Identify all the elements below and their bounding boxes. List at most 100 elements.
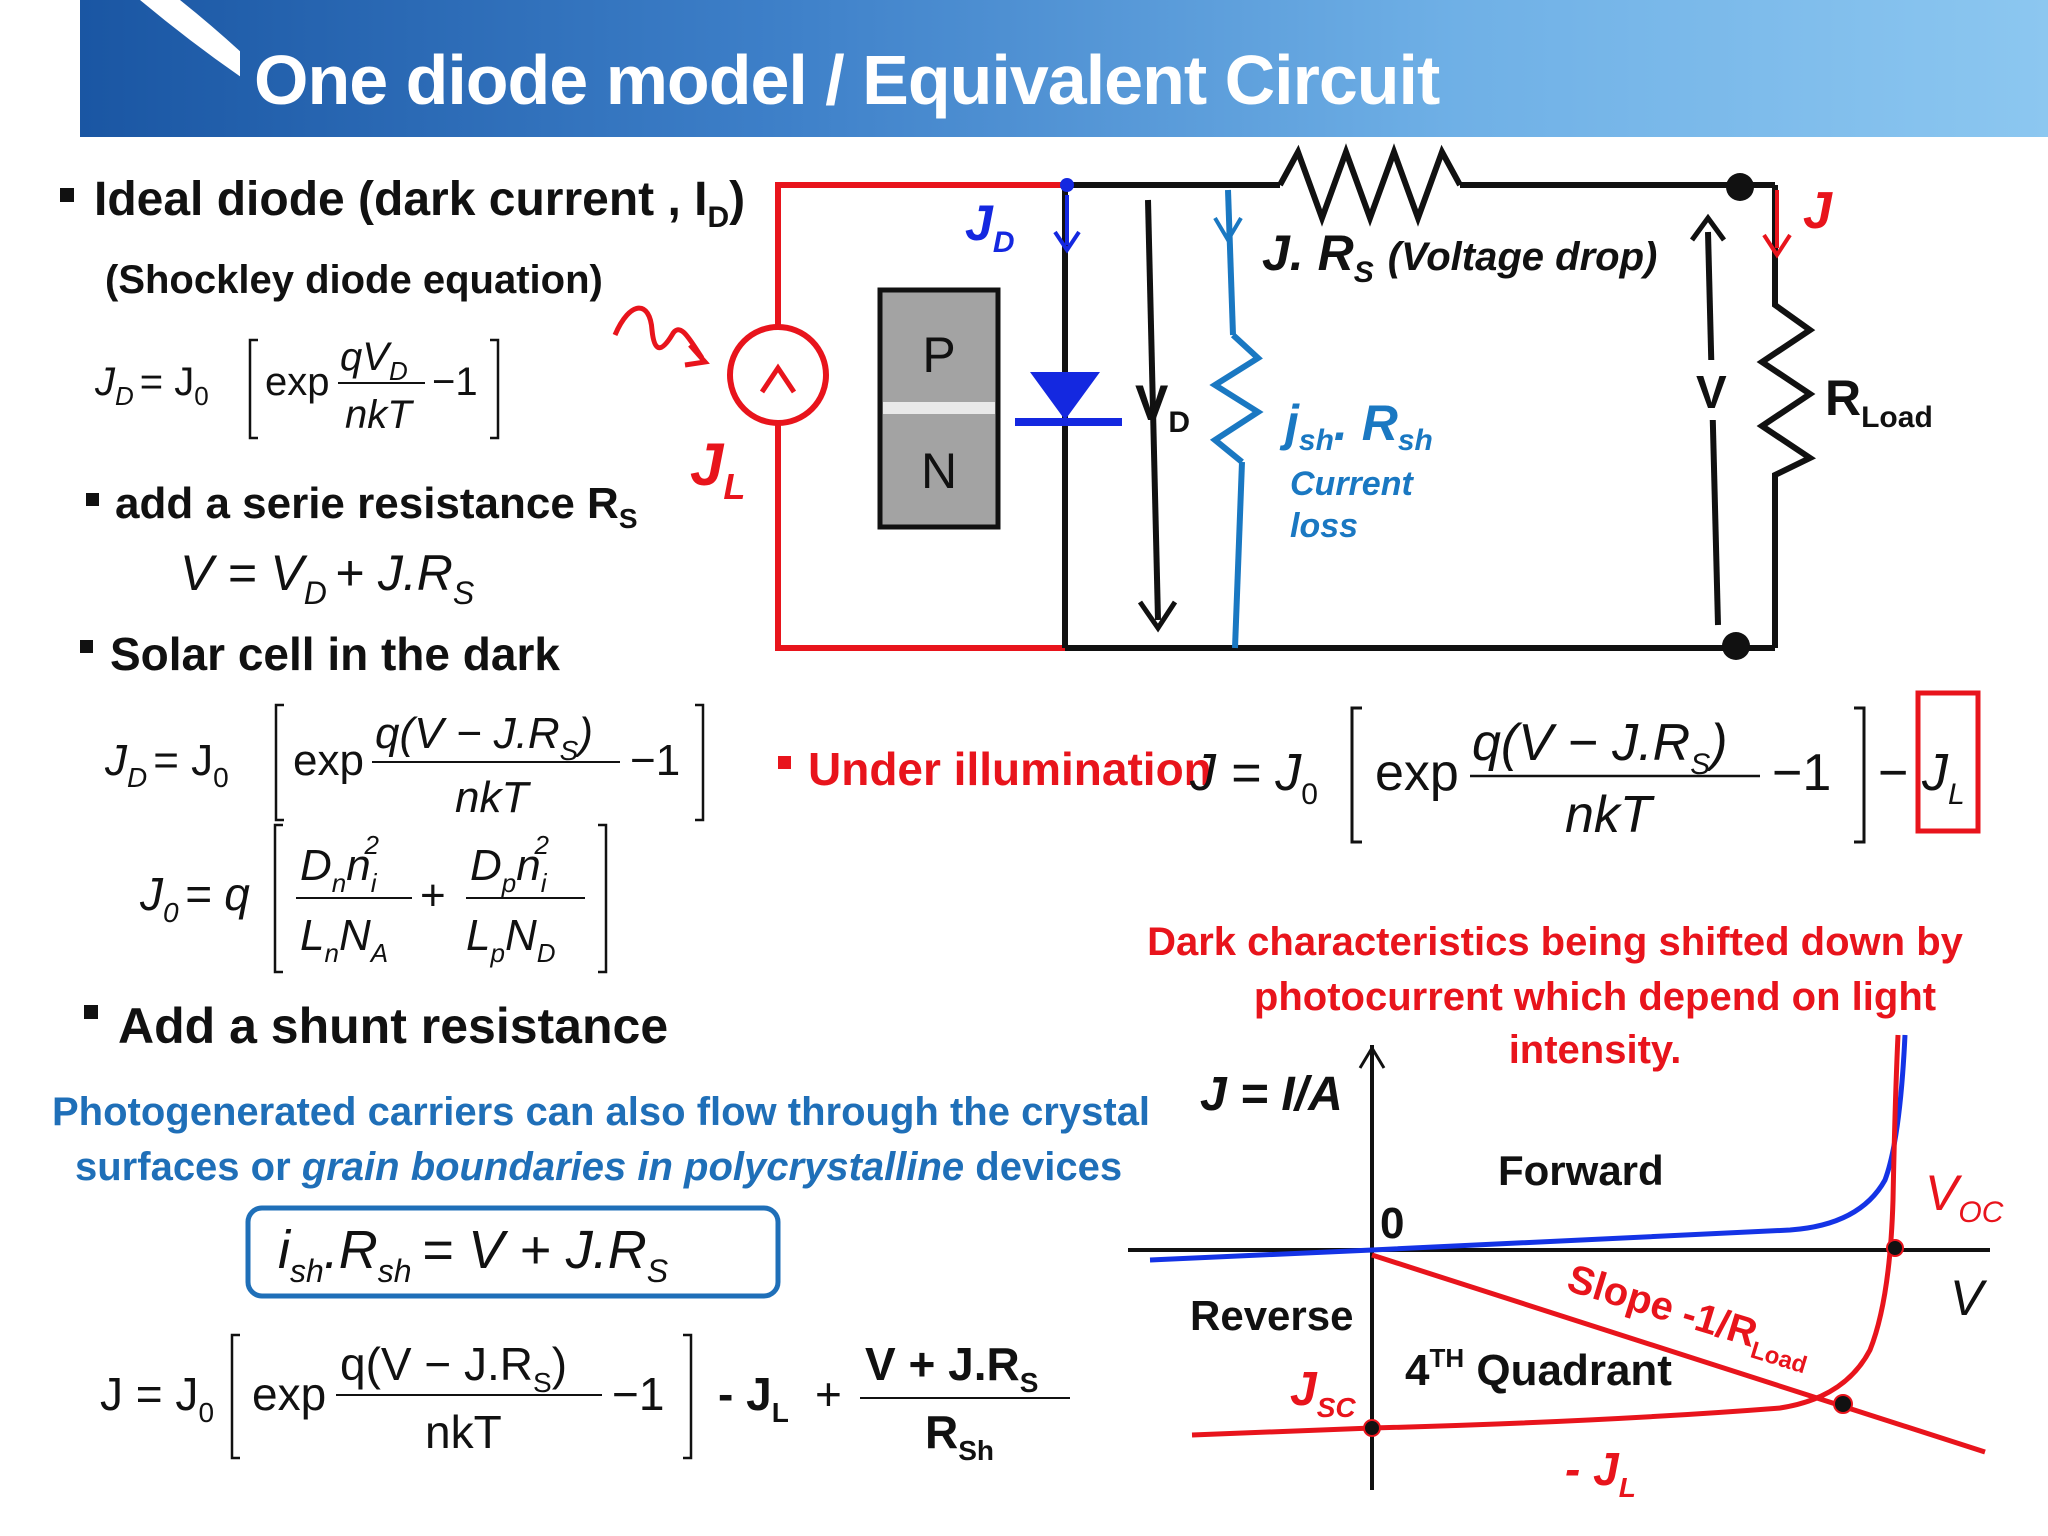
eq-v: V = VD+ J.RS <box>180 545 474 611</box>
minus-jl-label: - JL <box>1565 1443 1636 1503</box>
voc-label: VOC <box>1925 1165 2004 1229</box>
shockley-label: (Shockley diode equation) <box>105 258 603 302</box>
terminal-node <box>1726 173 1754 201</box>
svg-text:Dnni2: Dnni2 <box>300 830 380 898</box>
operating-point <box>1833 1394 1853 1414</box>
svg-text:exp: exp <box>293 736 364 785</box>
vd-arrow <box>1145 199 1161 621</box>
shunt-resistor <box>1209 332 1264 465</box>
jrs-label: J. RS(Voltage drop) <box>1262 225 1657 289</box>
bullet-icon <box>778 756 791 769</box>
svg-text:JD= J0: JD= J0 <box>94 360 209 411</box>
series-resistor <box>1277 143 1463 227</box>
svg-text:q(V − J.RS): q(V − J.RS) <box>340 1338 567 1398</box>
terminal-node <box>1722 632 1750 660</box>
jl-highlight-box <box>1915 690 1981 834</box>
svg-text:LnNA: LnNA <box>300 911 388 968</box>
svg-text:exp: exp <box>1375 744 1459 802</box>
ideal-diode-heading: Ideal diode (dark current , ID) <box>94 173 745 234</box>
eq-ish: ish.Rsh= V + J.RS <box>278 1220 668 1289</box>
svg-text:exp: exp <box>265 360 330 404</box>
equivalent-circuit: JD VD jsh. Rsh Current loss J. RS(Voltag… <box>612 143 1933 660</box>
forward-label: Forward <box>1498 1147 1664 1194</box>
svg-text:RSh: RSh <box>925 1406 994 1466</box>
svg-text:nkT: nkT <box>1565 786 1655 844</box>
svg-text:−1: −1 <box>612 1368 664 1420</box>
jsc-point <box>1363 1419 1381 1437</box>
svg-text:LpND: LpND <box>466 911 556 968</box>
svg-text:+: + <box>420 871 446 920</box>
jsc-label: JSC <box>1290 1363 1356 1423</box>
illuminated-iv-curve <box>1191 1034 1901 1438</box>
svg-text:nkT: nkT <box>425 1406 502 1458</box>
jl-label: JL <box>690 431 745 507</box>
bullet-icon <box>80 640 93 653</box>
reverse-label: Reverse <box>1190 1292 1353 1339</box>
loss-label: loss <box>1290 507 1358 545</box>
shunt-branch <box>1225 189 1236 336</box>
slide-header <box>80 0 2048 137</box>
svg-text:nkT: nkT <box>345 393 414 437</box>
bullet-icon <box>60 188 74 202</box>
svg-text:nkT: nkT <box>455 773 531 822</box>
svg-text:J = J0: J = J0 <box>1189 744 1318 811</box>
svg-text:−1: −1 <box>630 736 680 785</box>
rload-label: RLoad <box>1825 370 1933 434</box>
eq-jd-ideal: JD= J0 exp qVD nkT −1 <box>94 335 500 440</box>
iv-graph: Dark characteristics being shifted down … <box>1128 920 2004 1503</box>
vd-label: VD <box>1135 375 1190 439</box>
diode-icon <box>1030 372 1100 420</box>
n-label: N <box>921 443 957 499</box>
y-axis-label: J = I/A <box>1200 1068 1343 1121</box>
illumination-equation: Under illumination J = J0 exp q(V − J.RS… <box>778 690 1981 844</box>
v-arrow <box>1705 231 1721 626</box>
graph-caption-line3: intensity. <box>1509 1028 1682 1072</box>
light-wave-icon <box>612 305 705 360</box>
svg-text:V + J.RS: V + J.RS <box>865 1338 1038 1398</box>
load-resistor <box>1756 185 1817 648</box>
svg-text:−1: −1 <box>1772 744 1831 802</box>
jsh-rsh-label: jsh. Rsh <box>1279 395 1433 457</box>
bullet-icon <box>84 1005 98 1019</box>
eq-final: J = J0 exp q(V − J.RS) nkT −1 - JL + V +… <box>100 1333 1070 1466</box>
load-line <box>1371 1252 1986 1455</box>
graph-caption-line1: Dark characteristics being shifted down … <box>1147 920 1964 964</box>
svg-text:J = J0: J = J0 <box>100 1368 214 1428</box>
svg-text:JD= J0: JD= J0 <box>104 736 229 793</box>
eq-jd-dark: JD= J0 exp q(V − J.RS) nkT −1 <box>104 703 705 822</box>
illumination-label: Under illumination <box>808 743 1212 795</box>
svg-text:−: − <box>1878 744 1908 802</box>
quadrant-label: 4TH Quadrant <box>1405 1343 1672 1395</box>
j-label: J <box>1803 182 1833 240</box>
svg-text:- JL: - JL <box>718 1368 789 1428</box>
photo-text-line2: surfaces or grain boundaries in polycrys… <box>75 1145 1122 1189</box>
bullet-icon <box>86 493 99 506</box>
jd-label: JD <box>965 195 1014 259</box>
left-panel: Ideal diode (dark current , ID) (Shockle… <box>52 173 1150 1466</box>
logo-swoosh-icon <box>140 0 240 77</box>
p-label: P <box>922 327 955 383</box>
x-axis-label: V <box>1950 1270 1988 1326</box>
dark-heading: Solar cell in the dark <box>110 628 560 680</box>
eq-ish-box <box>245 1205 781 1299</box>
current-label: Current <box>1290 465 1414 503</box>
slide-title: One diode model / Equivalent Circuit <box>254 41 1440 119</box>
eq-j0: J0= q Dnni2 LnNA + Dpni2 LpND <box>139 823 608 974</box>
current-source-icon <box>727 324 829 426</box>
svg-text:q(V − J.RS): q(V − J.RS) <box>375 709 593 766</box>
svg-text:qVD: qVD <box>340 335 408 386</box>
svg-text:−1: −1 <box>432 360 478 404</box>
photo-text-line1: Photogenerated carriers can also flow th… <box>52 1090 1150 1134</box>
serie-resistance-heading: add a serie resistance RS <box>115 479 638 534</box>
shunt-heading: Add a shunt resistance <box>118 998 668 1054</box>
graph-caption-line2: photocurrent which depend on light <box>1254 975 1936 1019</box>
origin-label: 0 <box>1380 1199 1404 1248</box>
voc-point <box>1886 1239 1904 1257</box>
v-label: V <box>1696 366 1727 418</box>
jd-node <box>1060 178 1074 192</box>
svg-text:J0= q: J0= q <box>139 868 250 928</box>
svg-text:+: + <box>815 1368 842 1420</box>
svg-text:Dpni2: Dpni2 <box>470 830 550 898</box>
svg-text:exp: exp <box>252 1368 326 1420</box>
